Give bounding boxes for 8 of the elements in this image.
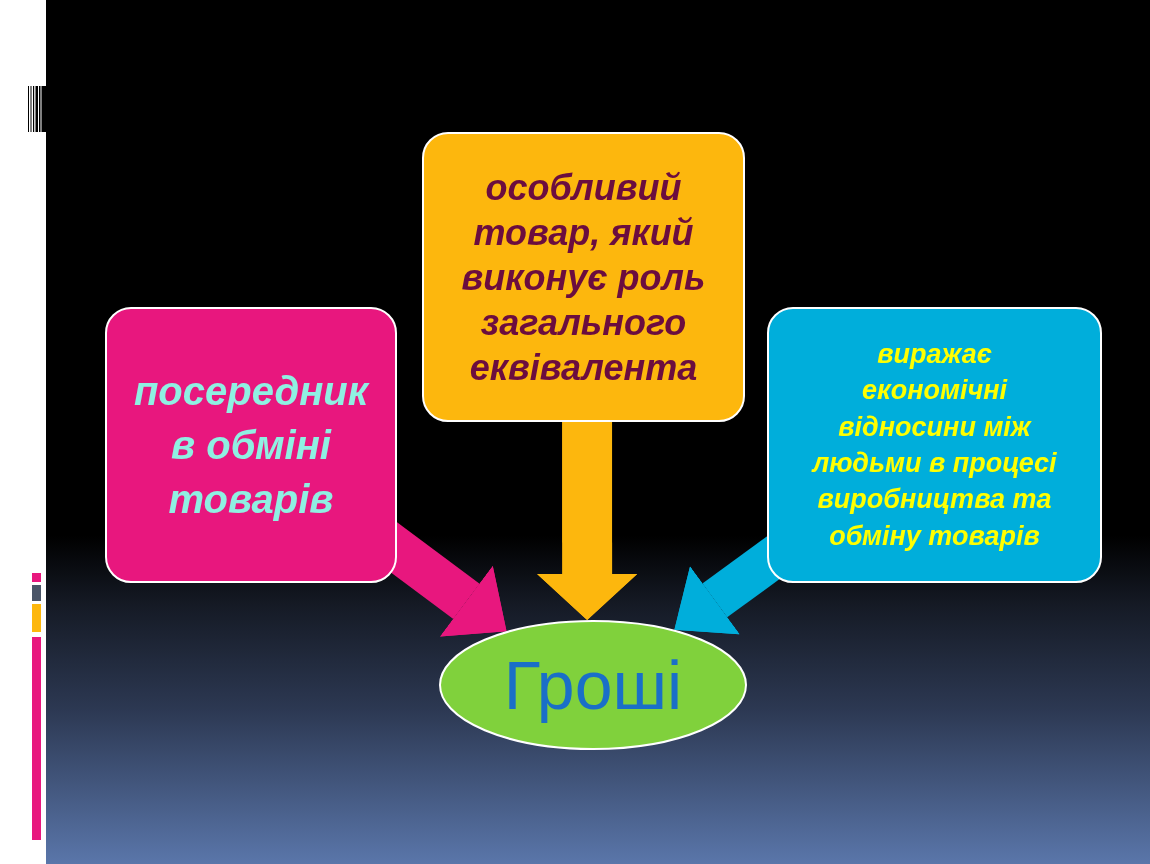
oval-label: Гроші [503, 647, 683, 723]
rounded-box [105, 307, 397, 583]
box-text: посередник в обміні товарів [132, 368, 371, 523]
rounded-box [422, 132, 745, 422]
box-text: особливий товар, який виконує роль загального еквівалента [460, 165, 707, 390]
rounded-box [767, 307, 1102, 583]
oval-node [439, 620, 747, 750]
box-text: виражає економічні відносини між людьми в процесі виробництва та обміну товарів [810, 337, 1058, 553]
